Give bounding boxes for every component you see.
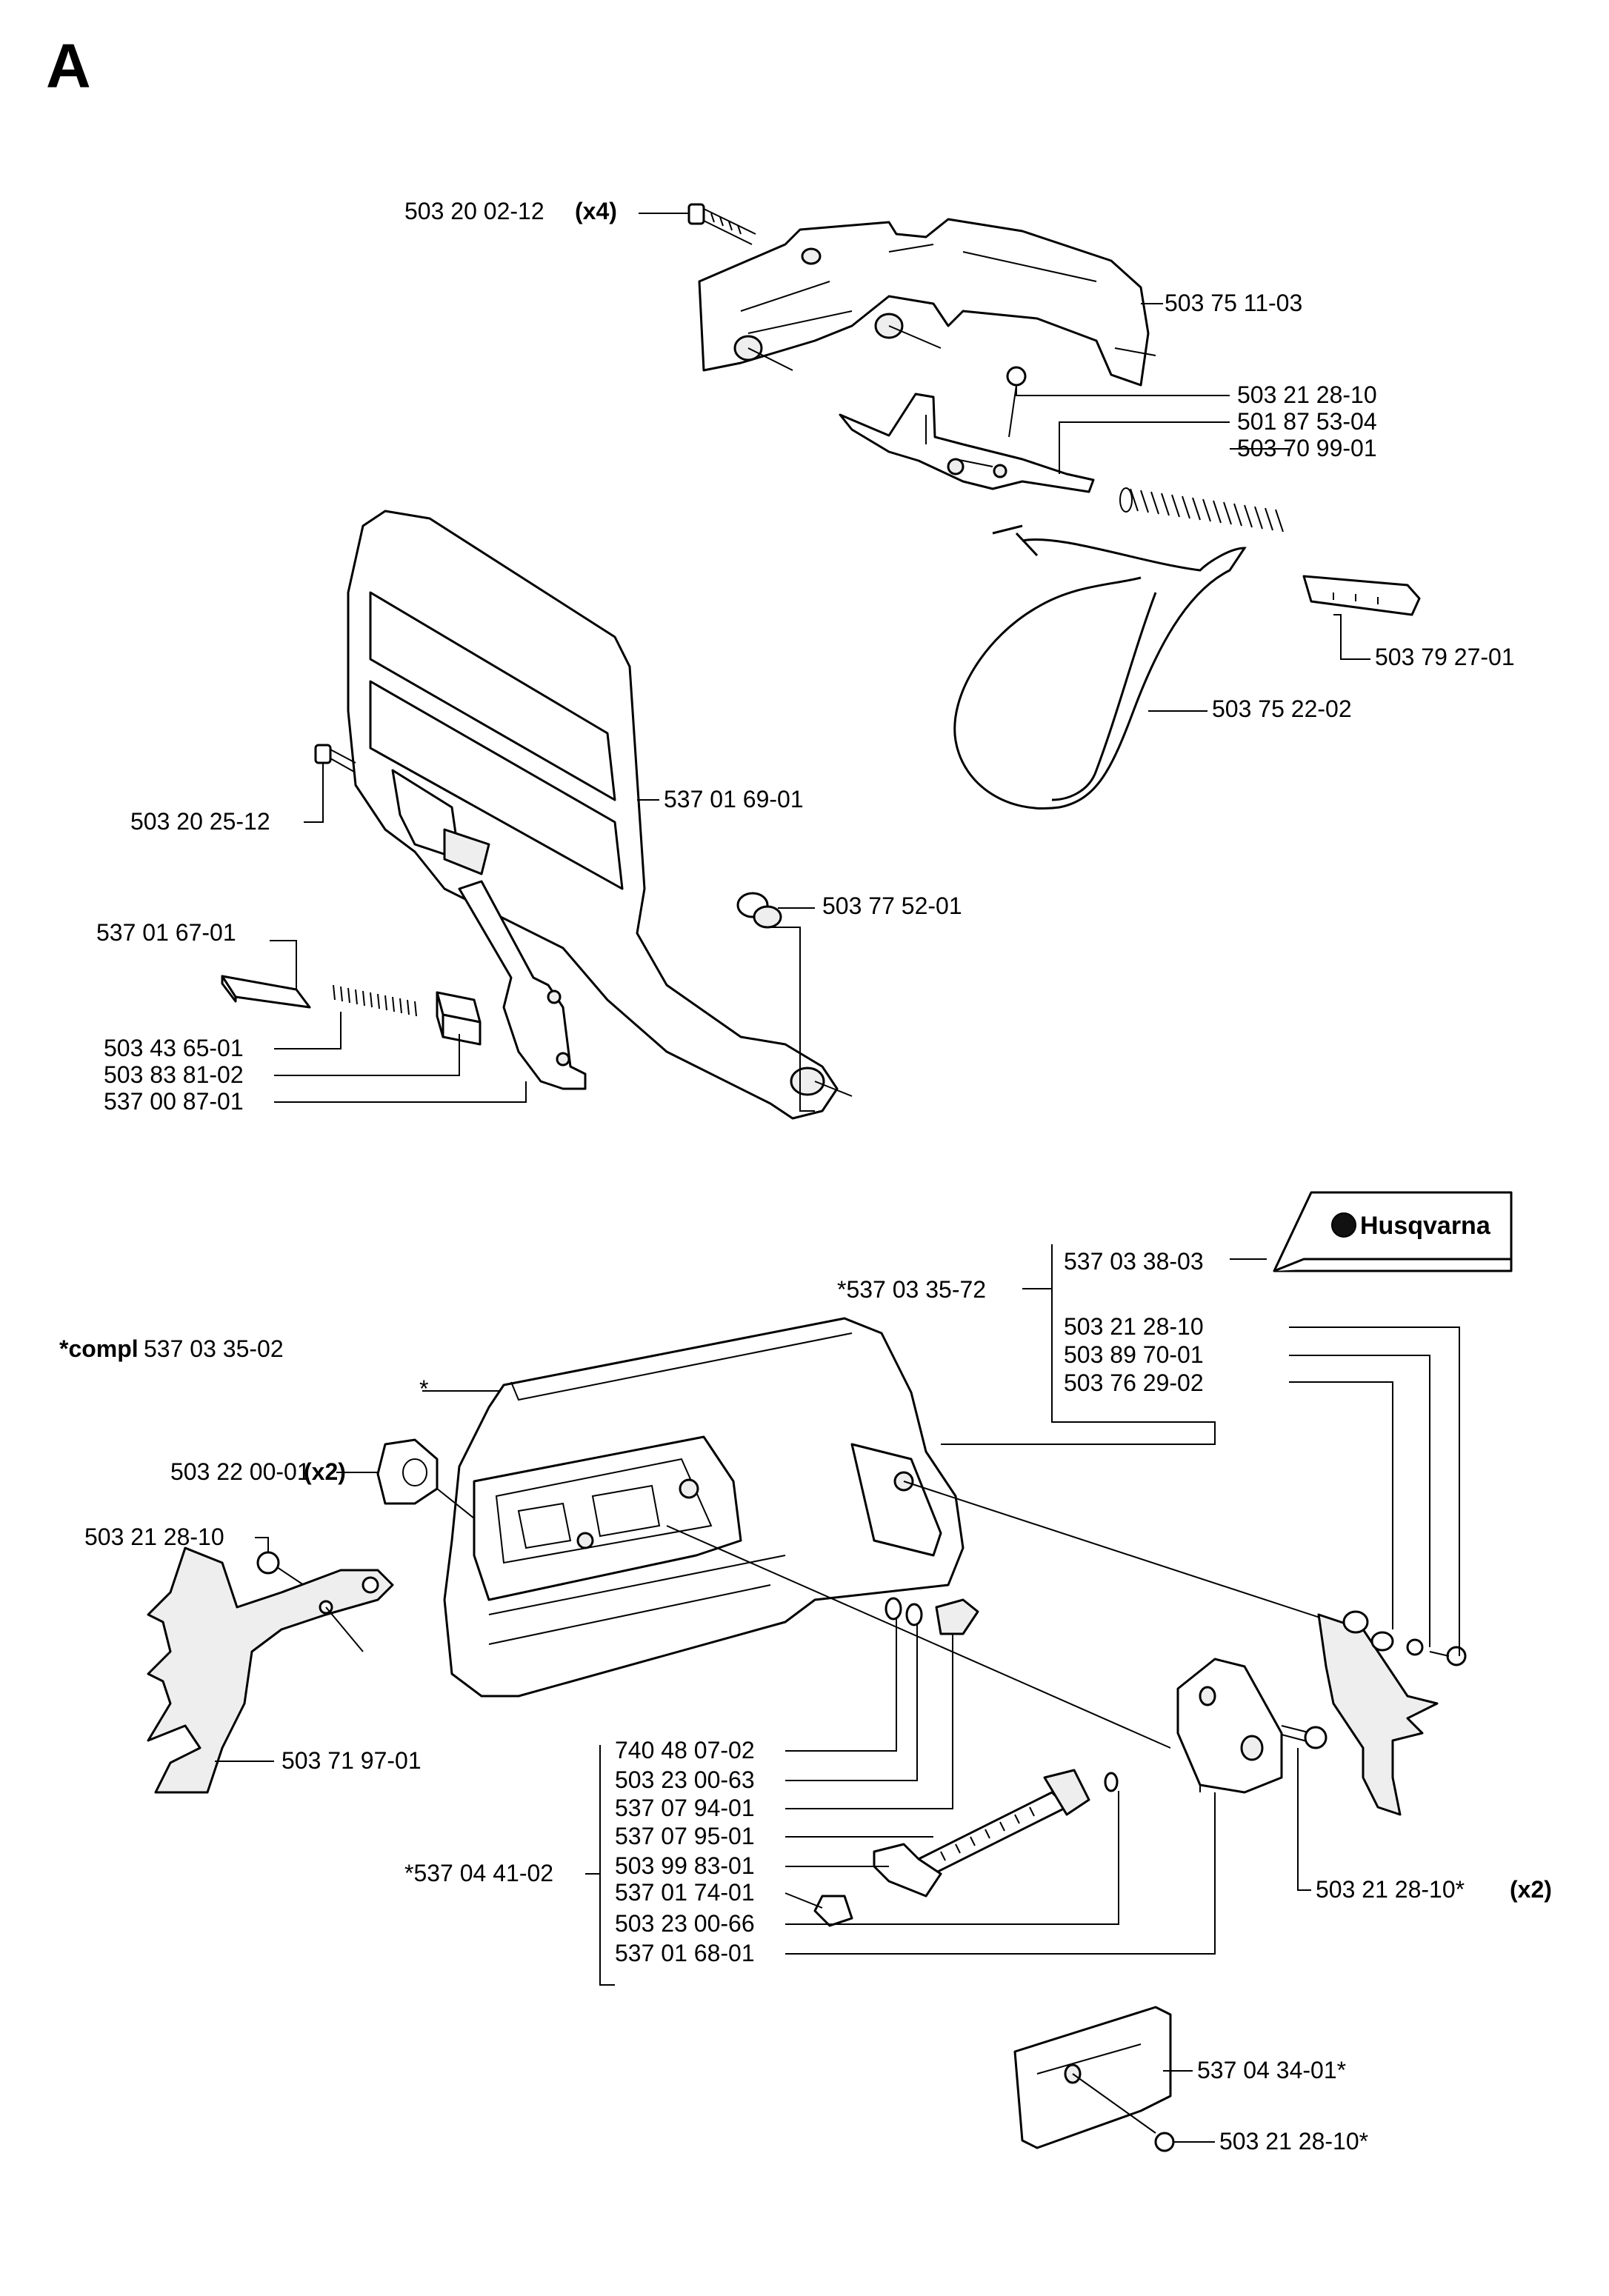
bottom-part-labels: 537 03 38-03 *537 03 35-72 503 21 28-10 … (59, 1248, 1552, 2155)
block-part (436, 991, 482, 1046)
label-503-23-00-63: 503 23 00-63 (615, 1766, 755, 1793)
label-537-03-38-03: 537 03 38-03 (1064, 1248, 1204, 1275)
nut-part (736, 892, 782, 929)
label-503-76-29-02: 503 76 29-02 (1064, 1369, 1204, 1396)
lever-part (458, 880, 587, 1090)
label-503-71-97-01: 503 71 97-01 (282, 1747, 422, 1774)
label-503-21-28-10-left: 503 21 28-10 (84, 1524, 224, 1550)
label-503-43-65-01: 503 43 65-01 (104, 1035, 244, 1061)
chain-guard-main (347, 510, 853, 1120)
top-leader-lines (270, 213, 1370, 1112)
section-letter: A (46, 31, 91, 101)
bracket-handle (147, 1546, 394, 1794)
label-qty-x4: (x4) (575, 198, 617, 224)
label-503-79-27-01: 503 79 27-01 (1375, 644, 1515, 670)
label-kit-537-04-41-02: *537 04 41-02 (404, 1860, 553, 1886)
label-503-99-83-01: 503 99 83-01 (615, 1852, 755, 1879)
brake-link (839, 393, 1095, 493)
label-503-75-11-03: 503 75 11-03 (1165, 290, 1302, 316)
screw-part (687, 203, 756, 245)
label-503-21-28-10-top: 503 21 28-10 (1237, 381, 1377, 408)
husqvarna-logo-icon (1331, 1212, 1356, 1238)
right-lever-bracket (1317, 1610, 1467, 1816)
label-537-03-35-72: *537 03 35-72 (837, 1276, 986, 1303)
brake-band (953, 524, 1247, 810)
label-compl-prefix: *compl (59, 1335, 139, 1362)
slider-part (221, 975, 311, 1009)
husqvarna-decal: Husqvarna (1273, 1191, 1513, 1272)
spring-part (1119, 487, 1284, 533)
label-star: * (419, 1375, 428, 1402)
label-503-22-00-01: 503 22 00-01 (170, 1458, 310, 1485)
label-qty-x2-nut: (x2) (304, 1458, 346, 1485)
tensioner-screw (813, 1769, 1090, 1927)
label-503-70-99-01: 503 70 99-01 (1237, 435, 1377, 461)
screw-small-left (314, 744, 356, 772)
label-537-07-94-01: 537 07 94-01 (615, 1795, 755, 1821)
label-503-75-22-02: 503 75 22-02 (1212, 695, 1352, 722)
label-501-87-53-04: 501 87 53-04 (1237, 408, 1377, 435)
top-part-labels: 503 20 02-12 (x4) 503 75 11-03 503 21 28… (96, 198, 1515, 1115)
bottom-leader-lines (215, 1244, 1460, 2143)
screw-left (256, 1551, 304, 1586)
label-503-20-02-12: 503 20 02-12 (404, 198, 544, 224)
label-537-01-69-01: 537 01 69-01 (664, 786, 804, 812)
label-537-04-34-01: 537 04 34-01* (1197, 2057, 1346, 2083)
screw-right-x2 (1281, 1725, 1327, 1749)
label-503-21-28-10-bottom: 503 21 28-10* (1219, 2128, 1368, 2155)
label-503-83-81-02: 503 83 81-02 (104, 1061, 244, 1088)
label-compl-number: 537 03 35-02 (144, 1335, 284, 1362)
side-plate (1176, 1658, 1283, 1794)
label-503-20-25-12: 503 20 25-12 (130, 808, 270, 835)
label-503-21-28-10-right: 503 21 28-10 (1064, 1313, 1204, 1340)
label-503-23-00-66: 503 23 00-66 (615, 1910, 755, 1937)
label-503-77-52-01: 503 77 52-01 (822, 892, 962, 919)
label-740-48-07-02: 740 48 07-02 (615, 1737, 755, 1763)
chain-guard-bracket (698, 218, 1156, 387)
label-537-01-67-01: 537 01 67-01 (96, 919, 236, 946)
label-503-21-28-10-star: 503 21 28-10* (1316, 1876, 1465, 1903)
label-537-07-95-01: 537 07 95-01 (615, 1823, 755, 1849)
label-537-00-87-01: 537 00 87-01 (104, 1088, 244, 1115)
pin-part (1302, 575, 1421, 616)
small-screw-top (1006, 366, 1027, 438)
husqvarna-logo-text: Husqvarna (1360, 1212, 1491, 1240)
small-spring (333, 984, 417, 1017)
label-qty-x2-screw: (x2) (1510, 1876, 1552, 1903)
clutch-cover (443, 1317, 1334, 1749)
label-537-01-68-01: 537 01 68-01 (615, 1940, 755, 1966)
hex-nut (376, 1438, 475, 1519)
label-537-01-74-01: 537 01 74-01 (615, 1879, 755, 1906)
washers (885, 1597, 1119, 1792)
cover-piece (1013, 2006, 1175, 2152)
label-503-89-70-01: 503 89 70-01 (1064, 1341, 1204, 1368)
